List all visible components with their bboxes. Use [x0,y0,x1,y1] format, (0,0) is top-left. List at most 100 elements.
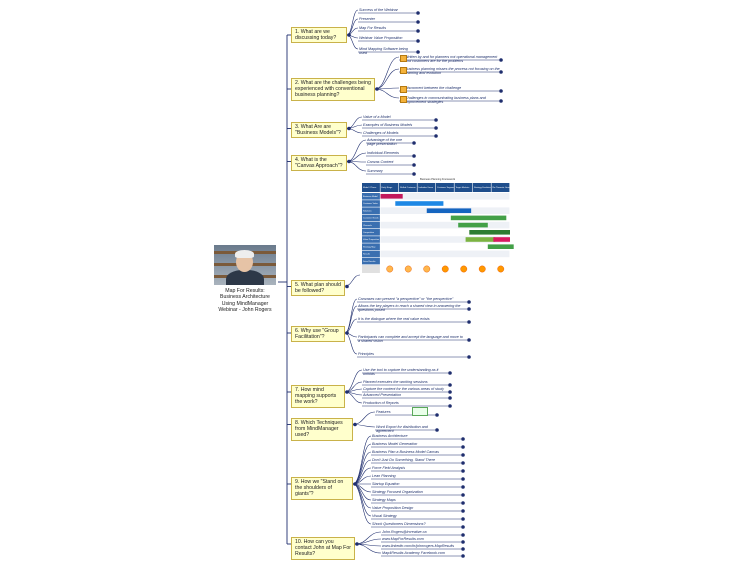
topic-5[interactable]: 5. What plan should be followed? [291,280,345,297]
subtopic-node-4-3[interactable] [412,163,416,167]
subtopic-6-2[interactable]: Allows the key players to reach a shared… [358,304,461,313]
subtopic-9-11[interactable]: Visual Strategy [372,514,397,518]
subtopic-10-3[interactable]: www.linkedin.com/in/johnrogers.MapResult… [382,544,455,548]
topic-8[interactable]: 8. Which Techniques from MindManager use… [291,418,353,441]
subtopic-3-1[interactable]: Value of a Model [363,115,391,119]
topic-node-3[interactable] [347,126,351,131]
subtopic-node-9-9[interactable] [461,501,465,505]
subtopic-1-3[interactable]: Map For Results [359,26,387,30]
subtopic-6-4[interactable]: Participants can complete and accept the… [358,335,463,344]
subtopic-10-1[interactable]: John.Rogers@lrcreative.ca [382,530,427,534]
topic-node-2[interactable] [375,87,379,91]
note-icon[interactable] [400,55,407,62]
subtopic-7-2[interactable]: Planned executes the working sessions [363,380,428,384]
subtopic-6-1[interactable]: Canvases can present "a perspective" or … [358,297,454,301]
subtopic-10-4[interactable]: Map4Results Academy Facebook.com [382,551,445,555]
topic-node-4[interactable] [347,159,351,164]
subtopic-node-6-1[interactable] [467,300,471,304]
subtopic-node-1-1[interactable] [416,11,420,15]
subtopic-2-4[interactable]: Challenges in communicating business pla… [405,96,486,105]
subtopic-node-8-1[interactable] [435,413,439,417]
subtopic-node-9-8[interactable] [461,493,465,497]
subtopic-node-4-2[interactable] [412,154,416,158]
subtopic-9-10[interactable]: Value Proposition Design [372,506,414,510]
subtopic-4-1[interactable]: Advantage of the one page presentation [367,138,403,147]
subtopic-node-8-2[interactable] [435,428,439,432]
subtopic-9-2[interactable]: Business Model Generation [372,442,418,446]
subtopic-node-6-4[interactable] [467,338,471,342]
topic-node-8[interactable] [353,422,357,427]
subtopic-node-10-2[interactable] [461,540,465,544]
subtopic-9-12[interactable]: Shock Questioners Dimensions? [372,522,426,526]
subtopic-node-6-3[interactable] [467,320,471,324]
subtopic-node-7-1[interactable] [448,371,452,375]
subtopic-9-4[interactable]: Don't Just Do Something, Stand There [372,458,436,462]
subtopic-9-3[interactable]: Business Plan a Business Model Canvas [372,450,440,454]
subtopic-node-9-11[interactable] [461,517,465,521]
subtopic-1-5[interactable]: Mind Mapping Software being used [359,47,408,56]
subtopic-node-3-2[interactable] [434,126,438,130]
subtopic-7-1[interactable]: Use the tool to capture the understandin… [363,368,439,377]
subtopic-8-1[interactable]: Features [376,410,391,414]
topic-node-6[interactable] [345,331,349,335]
subtopic-node-6-5[interactable] [467,355,471,359]
subtopic-node-4-4[interactable] [412,172,416,176]
topic-9[interactable]: 9. How we "Stand on the shoulders of gia… [291,477,353,500]
subtopic-node-3-1[interactable] [434,118,438,122]
subtopic-10-2[interactable]: www.MapForResults.com [382,537,424,541]
subtopic-3-3[interactable]: Challenges of Models [363,131,399,135]
subtopic-4-2[interactable]: Individual Elements [367,151,399,155]
topic-6[interactable]: 6. Why use "Group Facilitation"? [291,326,345,343]
subtopic-1-4[interactable]: Webinar Value Proposition [359,36,403,40]
subtopic-node-10-3[interactable] [461,547,465,551]
subtopic-node-10-1[interactable] [461,533,465,537]
subtopic-node-2-2[interactable] [499,70,503,74]
subtopic-node-7-3[interactable] [448,390,452,394]
subtopic-node-9-5[interactable] [461,469,465,473]
subtopic-node-9-3[interactable] [461,453,465,457]
subtopic-2-3[interactable]: Disconnect between the challenge [405,86,462,90]
subtopic-node-9-4[interactable] [461,461,465,465]
topic-10[interactable]: 10. How can you contact John at Map For … [291,537,355,560]
subtopic-1-1[interactable]: Success of the Webinar [359,8,398,12]
subtopic-7-5[interactable]: Production of Reports [363,401,399,405]
subtopic-node-1-5[interactable] [416,50,420,54]
central-topic[interactable]: Map For Results: Business Architecture U… [212,245,278,314]
subtopic-node-2-1[interactable] [499,58,503,62]
subtopic-node-3-3[interactable] [434,134,438,138]
subtopic-node-1-3[interactable] [416,29,420,33]
subtopic-node-9-12[interactable] [461,525,465,529]
topic-7[interactable]: 7. How mind mapping supports the work? [291,385,345,408]
topic-4[interactable]: 4. What is the "Canvas Approach"? [291,155,347,172]
note-icon[interactable] [400,86,407,93]
subtopic-9-1[interactable]: Business Architecture [372,434,408,438]
subtopic-node-10-4[interactable] [461,554,465,558]
subtopic-node-9-6[interactable] [461,477,465,481]
topic-node-1[interactable] [347,33,351,37]
subtopic-6-5[interactable]: Principles [358,352,374,356]
subtopic-node-7-2[interactable] [448,383,452,387]
subtopic-8-2[interactable]: Word Export for distribution and agreeme… [376,425,428,434]
subtopic-6-3[interactable]: It is the dialogue where the real value … [358,317,430,321]
topic-node-9[interactable] [353,482,357,486]
note-icon[interactable] [400,96,407,103]
topic-node-7[interactable] [345,390,349,394]
subtopic-node-7-5[interactable] [448,404,452,408]
subtopic-node-9-2[interactable] [461,445,465,449]
subtopic-9-9[interactable]: Strategy Maps [372,498,396,502]
subtopic-node-2-3[interactable] [499,89,503,93]
subtopic-2-2[interactable]: Business planning misses the process not… [405,67,500,76]
topic-2[interactable]: 2. What are the challenges being experie… [291,78,375,101]
subtopic-node-9-10[interactable] [461,509,465,513]
subtopic-node-4-1[interactable] [412,141,416,145]
topic-3[interactable]: 3. What Are are "Business Models"? [291,122,347,139]
subtopic-9-5[interactable]: Force Field Analysis [372,466,406,470]
subtopic-2-1[interactable]: Written by and for planners not operatio… [405,55,498,64]
topic-1[interactable]: 1. What are we discussing today? [291,27,347,44]
subtopic-1-2[interactable]: Presenter [359,17,375,21]
subtopic-3-2[interactable]: Examples of Business Models [363,123,413,127]
subtopic-node-9-1[interactable] [461,437,465,441]
subtopic-7-4[interactable]: Advanced Presentation [363,393,402,397]
subtopic-4-3[interactable]: Canvas Content [367,160,394,164]
subtopic-9-6[interactable]: Lean Planning [372,474,396,478]
